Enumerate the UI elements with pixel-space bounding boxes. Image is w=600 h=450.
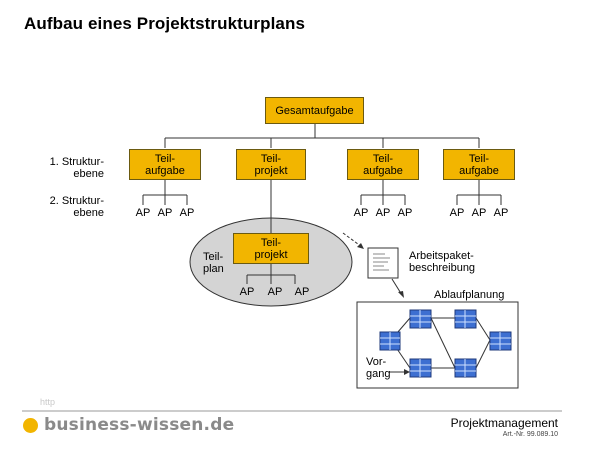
network-node: [454, 358, 477, 378]
network-node: [409, 309, 432, 329]
document-icon: [367, 247, 399, 279]
dashed-arrow-to-document: [342, 232, 363, 248]
level1-box-teilaufgabe-1: Teil- aufgabe: [129, 149, 201, 180]
network-node: [489, 331, 512, 351]
brand-dot-icon: [23, 418, 38, 433]
page-title: Aufbau eines Projektstrukturplans: [24, 14, 306, 33]
ap-label: AP: [239, 286, 255, 298]
teilplan-label: Teil- plan: [203, 251, 224, 275]
footer-right-title: Projektmanagement: [450, 416, 558, 430]
ap-label: AP: [135, 207, 151, 219]
level1-label: 1. Struktur- ebene: [49, 156, 104, 180]
ap-label: AP: [267, 286, 283, 298]
gesamtaufgabe-box: Gesamtaufgabe: [265, 97, 364, 124]
network-nodes: [379, 309, 512, 378]
ap-label: AP: [375, 207, 391, 219]
level1-box-teilaufgabe-2: Teil- aufgabe: [347, 149, 419, 180]
ap-label: AP: [157, 207, 173, 219]
network-node: [409, 358, 432, 378]
arbeitspaket-label: Arbeitspaket- beschreibung: [409, 250, 476, 274]
ap-label: AP: [179, 207, 195, 219]
footer-watermark: http: [40, 397, 56, 407]
network-node: [379, 331, 401, 351]
vorgang-label: Vor- gang: [366, 356, 391, 380]
level1-box-teilprojekt: Teil- projekt: [236, 149, 306, 180]
ap-label: AP: [353, 207, 369, 219]
ap-label: AP: [471, 207, 487, 219]
level2-label: 2. Struktur- ebene: [49, 195, 104, 219]
tree-connectors: [142, 123, 502, 284]
ap-label: AP: [397, 207, 413, 219]
level1-box-teilaufgabe-3: Teil- aufgabe: [443, 149, 515, 180]
network-node: [454, 309, 477, 329]
ablaufplanung-label: Ablaufplanung: [434, 289, 505, 301]
ap-label: AP: [493, 207, 509, 219]
ap-label: AP: [449, 207, 465, 219]
subproject-box: Teil- projekt: [233, 233, 309, 264]
footer-right-sub: Art.-Nr. 99.089.10: [502, 431, 558, 438]
ap-label: AP: [294, 286, 310, 298]
footer-brand: business-wissen.de: [44, 415, 235, 435]
